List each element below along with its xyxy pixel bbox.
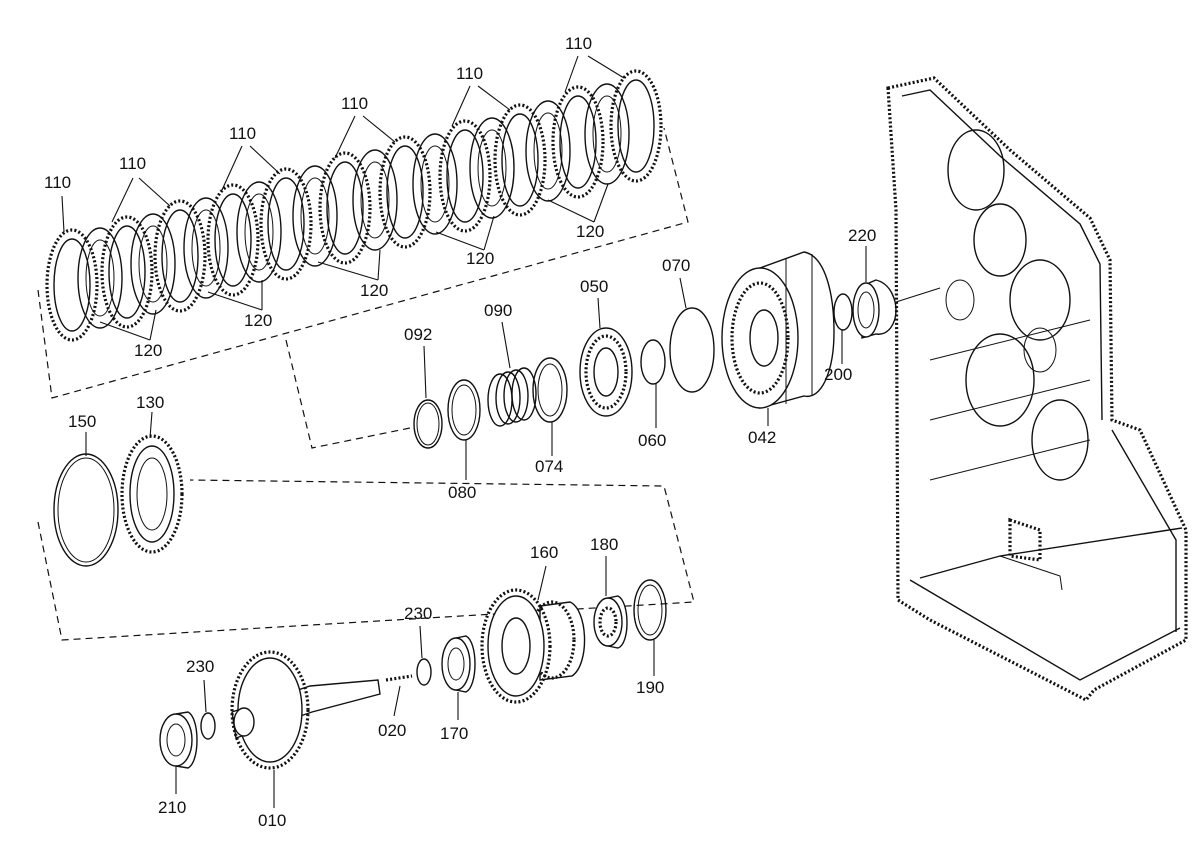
- label-110: 110: [119, 154, 146, 173]
- part-220-bearing: [852, 246, 897, 339]
- label-120: 120: [576, 222, 604, 241]
- part-010-shaft-gear: [230, 650, 381, 808]
- transmission-housing: [886, 76, 1188, 703]
- part-230-ring-left: [200, 679, 216, 740]
- part-060-ring: [640, 339, 666, 428]
- label-090: 090: [484, 301, 512, 320]
- label-190: 190: [636, 678, 664, 697]
- label-230: 230: [404, 604, 432, 623]
- part-074-ring: [532, 357, 568, 456]
- part-050-bearing: [579, 297, 633, 417]
- part-labels: 110 110 110 110 110 110 120 120 120 120 …: [44, 34, 876, 830]
- outer-disc-110: [45, 69, 663, 342]
- label-110: 110: [229, 124, 256, 143]
- label-050: 050: [580, 277, 608, 296]
- label-110: 110: [456, 64, 483, 83]
- label-042: 042: [748, 428, 776, 447]
- part-080-ring: [447, 379, 481, 480]
- label-060: 060: [638, 431, 666, 450]
- label-074: 074: [535, 457, 563, 476]
- clutch-pack-dashed-box: [37, 127, 689, 399]
- part-230-ring-right: [416, 625, 432, 686]
- part-092-snap-ring: [413, 345, 443, 449]
- part-210-bearing: [159, 711, 198, 794]
- label-210: 210: [158, 798, 186, 817]
- inner-disc-120: [77, 83, 630, 329]
- part-180-bearing: [593, 556, 628, 649]
- label-120: 120: [244, 311, 272, 330]
- part-020-spring-pin: [385, 674, 413, 717]
- part-130-disc: [120, 411, 184, 554]
- label-070: 070: [662, 256, 690, 275]
- part-150-ring: [53, 432, 119, 567]
- label-110: 110: [341, 94, 368, 113]
- part-190-ring: [633, 579, 667, 676]
- label-130: 130: [136, 393, 164, 412]
- label-160: 160: [530, 543, 558, 562]
- label-120: 120: [134, 341, 162, 360]
- leaders-110: [61, 55, 625, 233]
- part-070-ring: [669, 277, 715, 393]
- label-110: 110: [565, 34, 592, 53]
- part-160-gear: [480, 565, 586, 704]
- label-020: 020: [378, 721, 406, 740]
- part-090-spring: [487, 321, 537, 427]
- clutch-disc-pack: [45, 69, 663, 342]
- leaders-120: [99, 183, 609, 341]
- label-120: 120: [360, 281, 388, 300]
- label-120: 120: [466, 249, 494, 268]
- label-010: 010: [258, 811, 286, 830]
- connector-dashed-line: [285, 339, 411, 449]
- part-042-clutch-drum: [721, 251, 835, 426]
- label-170: 170: [440, 724, 468, 743]
- label-080: 080: [448, 483, 476, 502]
- label-220: 220: [848, 226, 876, 245]
- part-170-needle-bearing: [441, 635, 476, 720]
- label-110: 110: [44, 173, 71, 192]
- label-092: 092: [404, 325, 432, 344]
- label-180: 180: [590, 535, 618, 554]
- label-200: 200: [824, 365, 852, 384]
- part-200-snap-ring: [833, 293, 853, 364]
- label-230: 230: [186, 657, 214, 676]
- label-150: 150: [68, 412, 96, 431]
